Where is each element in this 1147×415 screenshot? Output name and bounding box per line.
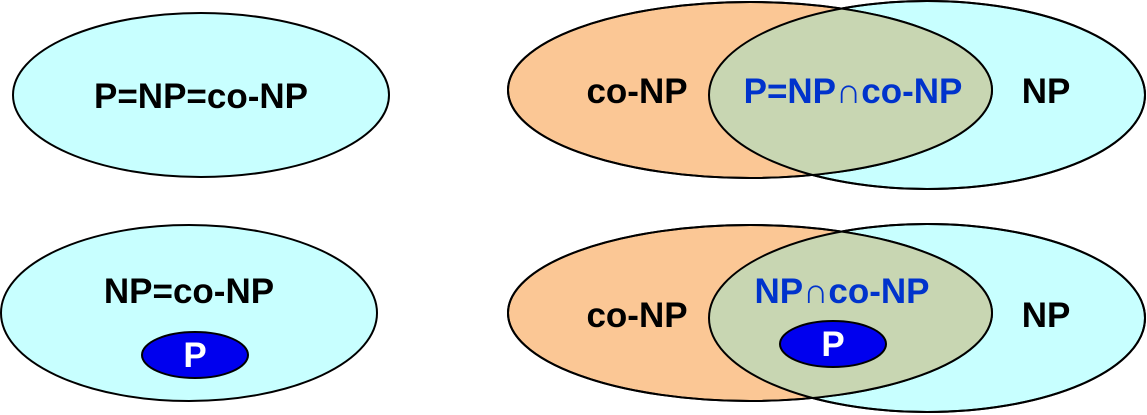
panel-np-equals-conp: NP=co-NP P	[0, 224, 378, 402]
panel-p-equals-intersection: co-NP P=NP∩co-NP NP	[507, 0, 1146, 190]
np-conp-label: NP=co-NP	[104, 272, 274, 311]
np-label: NP	[1022, 72, 1071, 111]
np-conp-ellipse	[0, 224, 378, 402]
p-ellipse	[141, 331, 249, 379]
single-class-label: P=NP=co-NP	[94, 77, 308, 116]
np-label: NP	[1022, 296, 1071, 335]
intersection-label: NP∩co-NP	[754, 272, 929, 311]
conp-outline	[507, 224, 993, 402]
panel-p-equals-np-equals-conp: P=NP=co-NP	[12, 12, 390, 178]
p-label: P	[183, 336, 206, 375]
p-label: P	[821, 325, 844, 364]
intersection-region	[709, 2, 992, 178]
p-ellipse	[779, 320, 887, 368]
np-outline	[708, 223, 1146, 413]
conp-outline	[507, 1, 993, 179]
panel-intersection-with-p: co-NP NP∩co-NP P NP	[507, 223, 1146, 413]
single-class-ellipse	[12, 12, 390, 178]
conp-label: co-NP	[586, 72, 687, 111]
intersection-label: P=NP∩co-NP	[744, 72, 963, 111]
conp-label: co-NP	[586, 296, 687, 335]
np-outline	[708, 0, 1146, 190]
